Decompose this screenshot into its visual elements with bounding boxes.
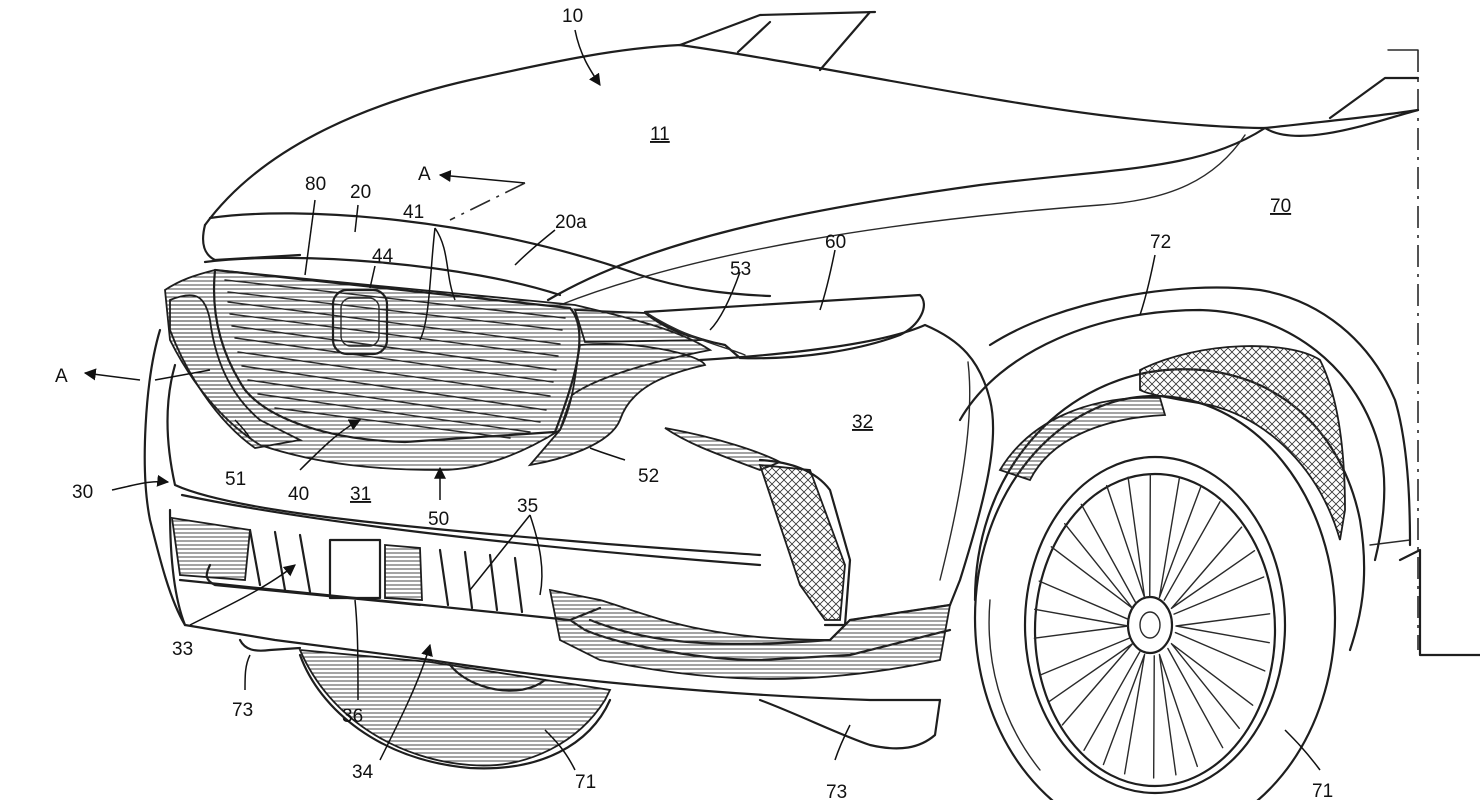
ref-51: 51 [225, 469, 246, 490]
front-wheel-right [973, 394, 1337, 800]
front-wheel-left [238, 638, 942, 770]
wheel-spoke [1167, 642, 1254, 749]
wheel-spoke [1105, 473, 1152, 599]
ref-44: 44 [372, 246, 394, 267]
ref-32: 32 [852, 412, 873, 433]
wheel-spoke [1050, 503, 1137, 610]
section-a-left: A [55, 366, 68, 387]
ref-10: 10 [562, 6, 583, 27]
ref-72: 72 [1150, 232, 1171, 253]
wheel-spoke [1033, 580, 1130, 639]
vehicle-body [143, 10, 1480, 702]
ref-70: 70 [1270, 196, 1291, 217]
wheel-spoke [1152, 653, 1199, 779]
reference-numerals: 10 11 20 20a 30 31 32 33 34 35 36 40 41 … [55, 6, 1333, 800]
ref-36: 36 [342, 706, 363, 727]
headlight [573, 293, 926, 360]
front-grille [164, 268, 713, 471]
ref-11: 11 [650, 124, 670, 145]
lower-grille [170, 516, 952, 680]
ref-80: 80 [305, 174, 326, 195]
section-a-top: A [418, 164, 431, 185]
ref-40: 40 [288, 484, 309, 505]
ref-71-right: 71 [1312, 781, 1333, 800]
ref-60: 60 [825, 232, 846, 253]
ref-50: 50 [428, 509, 449, 530]
ref-41: 41 [403, 202, 424, 223]
ref-52: 52 [638, 466, 659, 487]
ref-34: 34 [352, 762, 374, 783]
ref-53: 53 [730, 259, 751, 280]
ref-20: 20 [350, 182, 371, 203]
leader-lines [83, 29, 1321, 771]
ref-35: 35 [517, 496, 538, 517]
wheel-spoke [1174, 613, 1271, 672]
wheel-spoke [1170, 526, 1265, 615]
wheel-spoke [1039, 637, 1134, 726]
ref-20a: 20a [555, 212, 587, 233]
ref-71-left: 71 [575, 772, 596, 793]
wheel-spoke [1083, 651, 1146, 775]
ref-33: 33 [172, 639, 193, 660]
ref-30: 30 [72, 482, 93, 503]
ref-31: 31 [350, 484, 371, 505]
ref-73-left: 73 [232, 700, 253, 721]
ref-73-right: 73 [826, 782, 847, 800]
fog-lamp-inlet [664, 427, 852, 627]
wheel-spoke [1158, 477, 1221, 601]
wheel-spokes [1033, 473, 1271, 779]
